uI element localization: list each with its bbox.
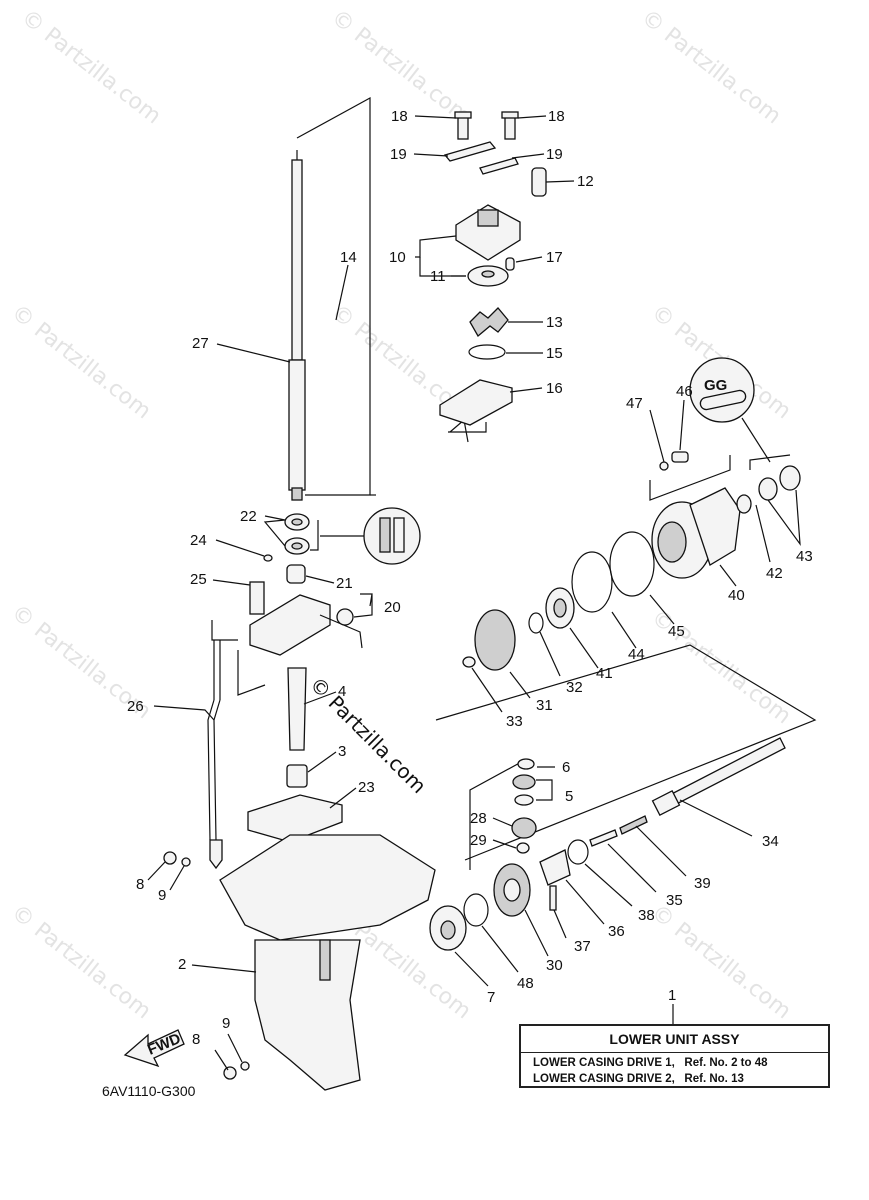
fwd-label: FWD [145,1030,183,1059]
callout-number: 23 [358,779,375,796]
callout-number: 18 [548,108,565,125]
callout-number: 34 [762,833,779,850]
callout-number: 9 [158,887,166,904]
callout-number: 25 [190,571,207,588]
callout-number: 41 [596,665,613,682]
watermark: © Partzilla.com [6,300,155,424]
callout-number: 24 [190,532,207,549]
callout-number: 1 [668,987,676,1004]
lower-casing [163,834,436,1091]
propeller-housing-parts [462,451,801,671]
callout-number: 12 [577,173,594,190]
callout-number: 44 [628,646,645,663]
callout-number: 13 [546,314,563,331]
callout-number: 31 [536,697,553,714]
watermark: © Partzilla.com [6,900,155,1024]
callout-number: 26 [127,698,144,715]
callout-number: 16 [546,380,563,397]
fwd-arrow-icon: FWD [123,1029,185,1068]
callout-number: 5 [565,788,573,805]
callout-number: 8 [192,1031,200,1048]
legend-divider [521,1052,828,1053]
grease-icon-text: GG [704,377,727,394]
drive-shaft [288,150,306,501]
callout-number: 19 [390,146,407,163]
watermark: © Partzilla.com [16,5,165,129]
callout-number: 15 [546,345,563,362]
callout-number: 22 [240,508,257,525]
callout-number: 9 [222,1015,230,1032]
callout-number: 39 [694,875,711,892]
upper-casing-parts [247,513,363,843]
callout-number: 29 [470,832,487,849]
legend-box: LOWER UNIT ASSY LOWER CASING DRIVE 1, Re… [519,1024,830,1088]
propeller-shaft-parts [429,737,786,951]
callout-number: 28 [470,810,487,827]
callout-number: 38 [638,907,655,924]
callout-number: 2 [178,956,186,973]
callout-number: 37 [574,938,591,955]
callout-number: 20 [384,599,401,616]
watermark: © Partzilla.com [636,5,785,129]
callout-number: 40 [728,587,745,604]
callout-number: 43 [796,548,813,565]
callout-number: 8 [136,876,144,893]
callout-labels: 18 18 19 19 12 10 11 17 14 13 15 16 27 2… [127,108,813,1048]
callout-number: 11 [430,268,446,285]
watermark: © Partzilla.com [646,900,795,1024]
callout-number: 7 [487,989,495,1006]
diagram-code: 6AV1110-G300 [102,1083,196,1099]
callout-number: 3 [338,743,346,760]
callout-number: 48 [517,975,534,992]
assembly-outline-lines [211,96,817,870]
callout-number: 19 [546,146,563,163]
callout-number: 32 [566,679,583,696]
shift-rod [207,640,223,870]
callout-number: 14 [340,249,357,266]
callout-number: 30 [546,957,563,974]
callout-number: 46 [676,383,693,400]
callout-number: 6 [562,759,570,776]
callout-number: 27 [192,335,209,352]
leader-lines [147,115,801,1071]
legend-line: LOWER CASING DRIVE 1, Ref. No. 2 to 48 [533,1057,768,1069]
callout-number: 17 [546,249,563,266]
callout-number: 18 [391,108,408,125]
callout-number: 47 [626,395,643,412]
callout-number: 21 [336,575,353,592]
callout-number: 4 [338,683,346,700]
callout-number: 35 [666,892,683,909]
callout-number: 42 [766,565,783,582]
grease-callout-icons: GG [320,357,771,565]
callout-number: 36 [608,923,625,940]
water-pump-assembly [439,111,547,426]
callout-number: 33 [506,713,523,730]
legend-line: LOWER CASING DRIVE 2, Ref. No. 13 [533,1073,744,1085]
callout-number: 45 [668,623,685,640]
callout-number: 10 [389,249,406,266]
legend-title: LOWER UNIT ASSY [609,1031,740,1047]
